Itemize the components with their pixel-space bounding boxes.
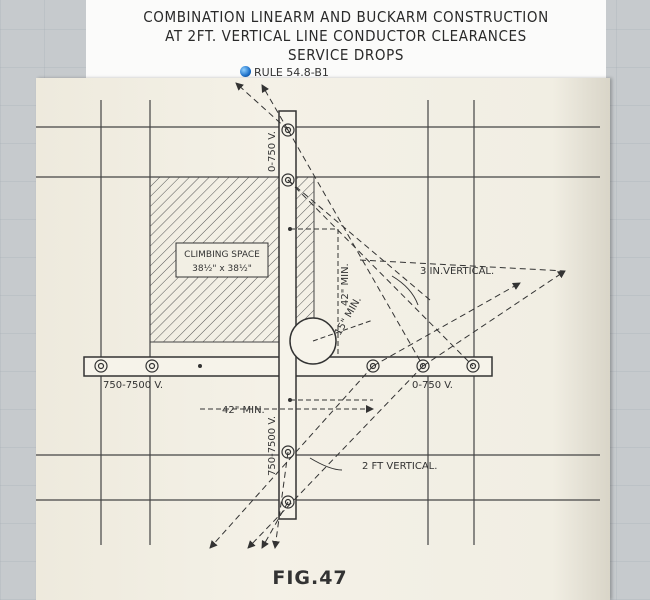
climbing-space-label-box [175,242,269,278]
dimension-lines [200,228,374,413]
drop-line [247,365,424,549]
insulator-pin [145,359,159,373]
service-drops [209,82,566,549]
label-42-min-horizontal: 42" MIN. [222,405,265,416]
voltage-label-0-750-top: 0-750 V. [267,131,278,172]
rule-reference: RULE 54.8-B1 [240,66,329,79]
pole [278,110,297,520]
arc-2ft [309,457,343,471]
insulator-pin [94,359,108,373]
rule-bullet-icon [240,66,251,77]
title-line-2: AT 2FT. VERTICAL LINE CONDUCTOR CLEARANC… [165,27,527,45]
climbing-space-dims: 38½" x 38½" [192,264,252,274]
voltage-label-750-7500-bottom: 750-7500 V. [267,416,278,476]
drop-line [287,179,431,301]
voltage-label-750-7500-left: 750-7500 V. [103,380,163,391]
dim-42-vertical [290,228,339,356]
title-line-3: SERVICE DROPS [288,46,404,64]
drop-line [422,270,566,367]
drop-line [271,451,289,549]
drop-line [261,501,289,549]
rule-text[interactable]: RULE 54.8-B1 [254,66,329,79]
drop-line [287,179,474,367]
figure-label: FIG.47 [272,567,347,589]
climbing-space-title: CLIMBING SPACE [184,250,260,260]
clearance-arcs [309,275,419,471]
label-42-min-vertical: 42" MIN. [340,263,351,306]
drop-line [372,282,521,367]
dim-15 [312,319,374,342]
drop-line [235,82,289,131]
drop-line [359,259,566,272]
arc-3in [391,275,419,306]
drop-line [209,365,374,549]
title-line-1: COMBINATION LINEARM AND BUCKARM CONSTRUC… [143,8,549,26]
drop-line [261,84,289,131]
label-3in-vertical: 3 IN.VERTICAL. [420,266,494,277]
voltage-label-0-750-right: 0-750 V. [412,380,453,391]
title-block: COMBINATION LINEARM AND BUCKARM CONSTRUC… [86,0,606,82]
label-2ft-vertical: 2 FT VERTICAL. [362,461,437,472]
